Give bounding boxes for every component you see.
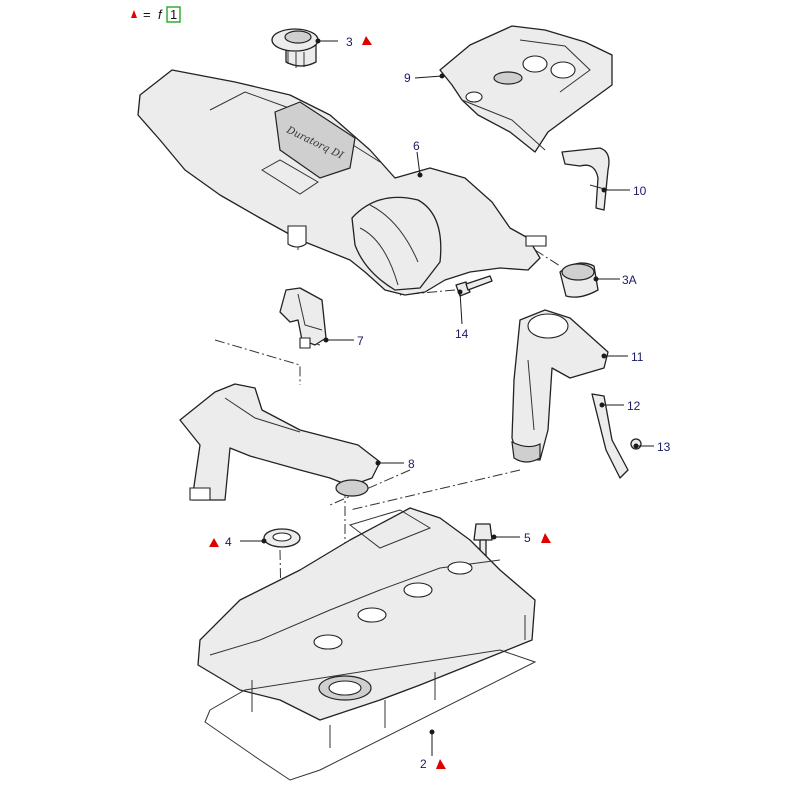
legend-box-number: 1 — [170, 7, 177, 22]
part-3a-cap — [559, 262, 599, 298]
callout-13: 13 — [657, 440, 671, 454]
warning-triangle-icon — [131, 10, 137, 18]
callout-3a: 3A — [622, 273, 637, 287]
part-12-bracket — [591, 393, 629, 479]
callout-3: 3 — [346, 35, 353, 49]
warning-triangle-icon — [436, 759, 446, 769]
legend-f-mark: f — [158, 7, 163, 22]
callout-9: 9 — [404, 71, 411, 85]
warning-triangle-icon — [209, 538, 219, 547]
legend-equals: = — [143, 7, 151, 22]
part-4-seal — [263, 528, 301, 548]
callout-12: 12 — [627, 399, 641, 413]
warning-triangle-icon — [362, 36, 372, 45]
part-3-oil-filler-cap — [271, 28, 319, 68]
callout-10: 10 — [633, 184, 647, 198]
callout-4: 4 — [225, 535, 232, 549]
warning-triangle-icon — [541, 533, 551, 543]
callout-2: 2 — [420, 757, 427, 771]
part-11-oil-filler-pipe — [511, 309, 609, 463]
callout-11: 11 — [631, 350, 644, 364]
callout-5: 5 — [524, 531, 531, 545]
part-1-cylinder-head-cover — [197, 507, 536, 748]
part-10-bracket — [561, 147, 610, 211]
legend-box — [166, 6, 181, 23]
callout-8: 8 — [408, 457, 415, 471]
leader-lines — [240, 38, 654, 756]
callout-7: 7 — [357, 334, 364, 348]
part-8-air-duct — [179, 383, 381, 501]
callout-6: 6 — [413, 139, 420, 153]
part-6-air-intake-cover: Duratorq DI — [137, 69, 547, 296]
part-9-engine-cover — [439, 25, 613, 153]
callout-14: 14 — [455, 327, 469, 341]
legend: = f 1 — [131, 6, 181, 23]
part-2-gasket — [204, 649, 537, 781]
part-7-clip — [279, 287, 327, 349]
